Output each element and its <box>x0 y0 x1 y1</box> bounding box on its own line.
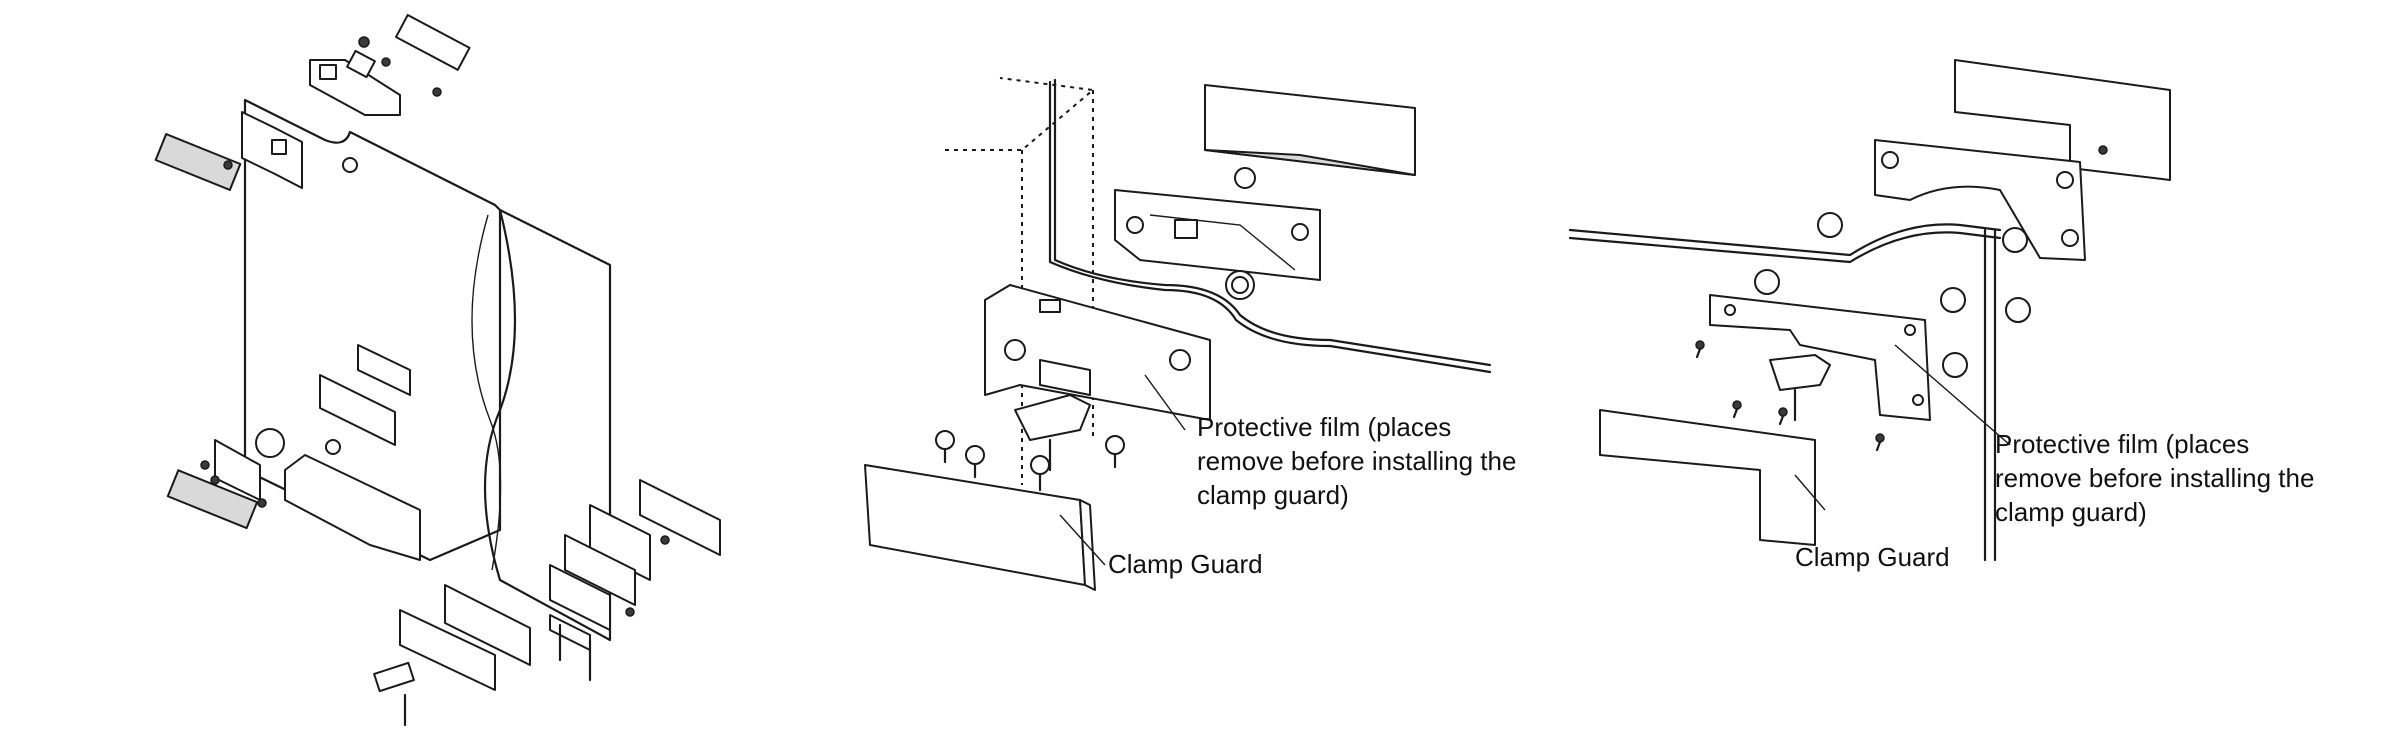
hole <box>1817 212 1843 238</box>
lower-plate <box>444 584 531 666</box>
middle-bracket <box>319 374 396 446</box>
glass-edge-right <box>1568 223 2002 257</box>
film-label-line-1: Protective film (places <box>1197 412 1452 442</box>
glass-edge <box>1053 78 1492 367</box>
film-label-line-2: remove before installing the <box>1995 463 2315 493</box>
clamp-guard-right <box>1599 409 1816 546</box>
upper-cover <box>154 133 242 191</box>
right-clamp-cover <box>639 479 721 556</box>
film-label-line-1: Protective film (places <box>1995 429 2250 459</box>
clamp-guard-label-middle: Clamp Guard <box>1108 549 1263 579</box>
clamp-block <box>1874 139 2086 261</box>
clamp-guard-label-right: Clamp Guard <box>1795 542 1950 572</box>
film-label-line-3: clamp guard) <box>1995 497 2147 527</box>
door-frame-outline <box>945 77 1096 151</box>
lower-cover <box>399 609 496 691</box>
bottom-pivot-box <box>284 454 421 561</box>
film-label-line-3: clamp guard) <box>1197 480 1349 510</box>
protective-film-label-middle: Protective film (places remove before in… <box>1197 410 1516 512</box>
mounting-plate <box>1709 294 1931 421</box>
bottom-cover <box>166 469 259 530</box>
clamp-plate <box>1114 189 1321 281</box>
protective-film-label-right: Protective film (places remove before in… <box>1995 427 2314 529</box>
middle-bracket-cover <box>357 344 411 396</box>
film-label-line-2: remove before installing the <box>1197 446 1517 476</box>
top-cover-plate <box>394 13 471 71</box>
glass-panel-right <box>483 208 612 642</box>
